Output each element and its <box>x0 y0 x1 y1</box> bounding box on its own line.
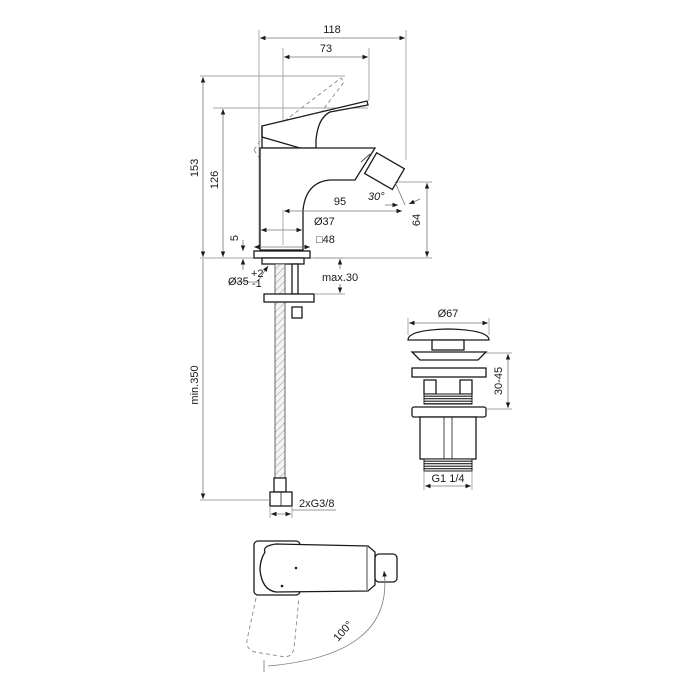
dimension-118: 118 <box>260 24 405 41</box>
mounting-hole-label: Ø35 <box>228 276 249 288</box>
rotation-angle-label: 100° <box>331 619 355 644</box>
dimension-95: 95 <box>282 196 402 245</box>
dimension-max30: max.30 <box>314 257 358 295</box>
svg-text:126: 126 <box>209 171 221 189</box>
dimension-g38: 2xG3/8 <box>269 498 336 518</box>
dimension-5: 5 <box>229 235 246 270</box>
svg-text:2xG3/8: 2xG3/8 <box>299 498 334 510</box>
dimension-73: 73 <box>284 43 368 60</box>
svg-text:5: 5 <box>229 235 241 241</box>
dimension-min350: min.350 <box>189 259 270 501</box>
svg-text:max.30: max.30 <box>322 272 358 284</box>
waste-view: Ø67 30-45 G1 1/4 <box>407 308 512 490</box>
side-view: 118 73 153 126 5 <box>189 24 432 518</box>
svg-text:64: 64 <box>411 214 423 226</box>
top-view: 100° <box>246 540 398 672</box>
svg-text:Ø37: Ø37 <box>314 216 335 228</box>
svg-text:min.350: min.350 <box>189 365 201 404</box>
svg-text:30-45: 30-45 <box>493 367 505 395</box>
svg-text:73: 73 <box>320 43 332 55</box>
dimension-64: 64 <box>411 183 430 257</box>
svg-text:G1 1/4: G1 1/4 <box>431 473 464 485</box>
dimension-153: 153 <box>189 77 206 257</box>
svg-text:95: 95 <box>334 196 346 208</box>
spout-angle-label: 30° <box>368 191 385 203</box>
dimension-30-45: 30-45 <box>486 352 512 410</box>
svg-text:-1: -1 <box>252 278 262 290</box>
svg-text:+2: +2 <box>251 268 264 280</box>
svg-text:118: 118 <box>323 24 341 36</box>
svg-text:153: 153 <box>189 159 201 177</box>
dimension-d67: Ø67 <box>407 308 490 335</box>
dimension-126: 126 <box>209 109 226 257</box>
dimension-g114: G1 1/4 <box>423 471 473 490</box>
dimension-sq48: □48 <box>254 234 335 250</box>
svg-text:□48: □48 <box>316 234 335 246</box>
svg-text:Ø67: Ø67 <box>438 308 459 320</box>
dimension-d37: Ø37 <box>261 216 335 233</box>
